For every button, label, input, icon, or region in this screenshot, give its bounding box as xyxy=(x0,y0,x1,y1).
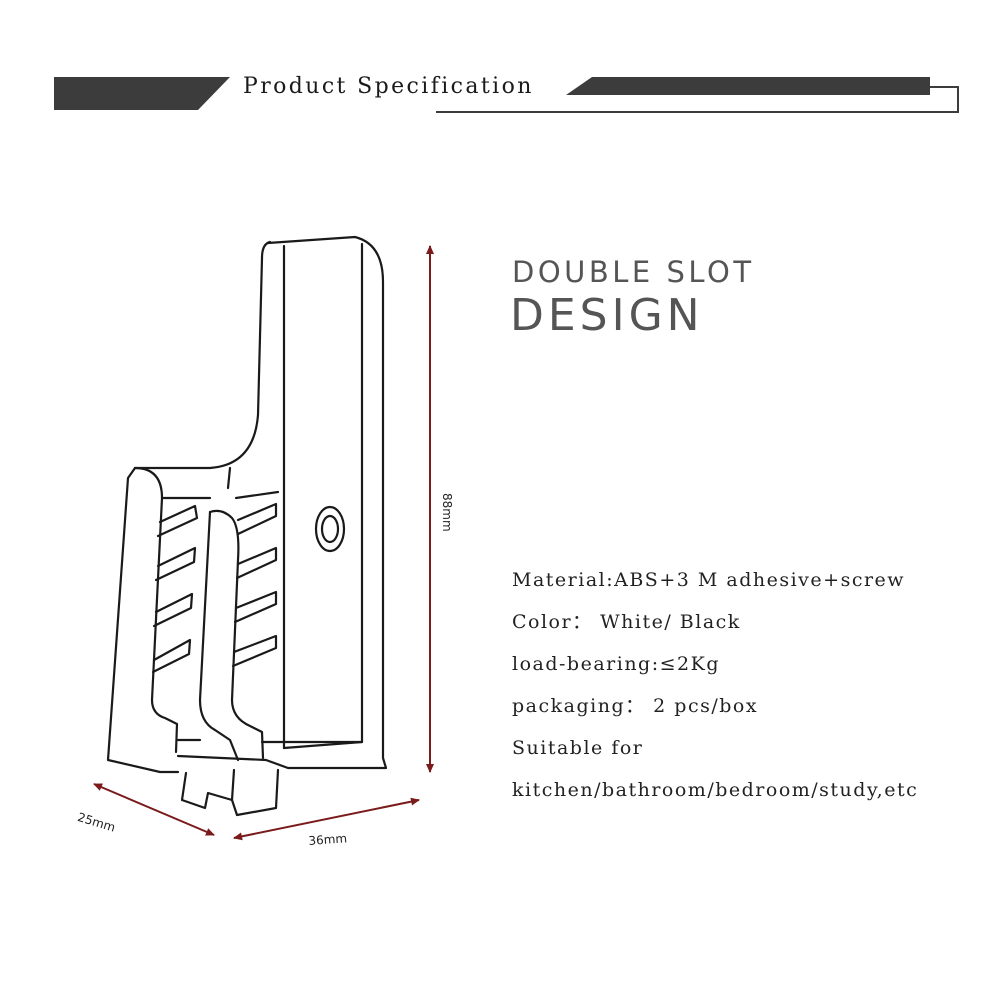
header-left-bar xyxy=(54,77,230,110)
depth-dimension-arrow xyxy=(93,783,215,836)
spec-list: Material:ABS+3 M adhesive+screw Color： W… xyxy=(512,566,918,818)
spec-suitable-for: Suitable for xyxy=(512,737,644,759)
spec-rooms: kitchen/bathroom/bedroom/study,etc xyxy=(512,779,919,801)
header-right-rule xyxy=(436,86,959,113)
headline-title: DESIGN xyxy=(510,290,704,341)
headline-subtitle: DOUBLE SLOT xyxy=(512,255,755,289)
spec-packaging: packaging： 2 pcs/box xyxy=(512,695,759,717)
header-title: Product Specification xyxy=(243,74,534,99)
height-dimension-label: 88mm xyxy=(440,493,454,532)
spec-color: Color： White/ Black xyxy=(512,611,741,633)
width-dimension-arrow xyxy=(233,797,420,841)
header-banner xyxy=(54,77,959,113)
spec-load-bearing: load-bearing:≤2Kg xyxy=(512,653,720,675)
header-right-bar xyxy=(566,77,930,95)
holder-outline xyxy=(106,235,388,817)
spec-material: Material:ABS+3 M adhesive+screw xyxy=(512,569,906,591)
width-dimension-label: 36mm xyxy=(308,831,348,848)
